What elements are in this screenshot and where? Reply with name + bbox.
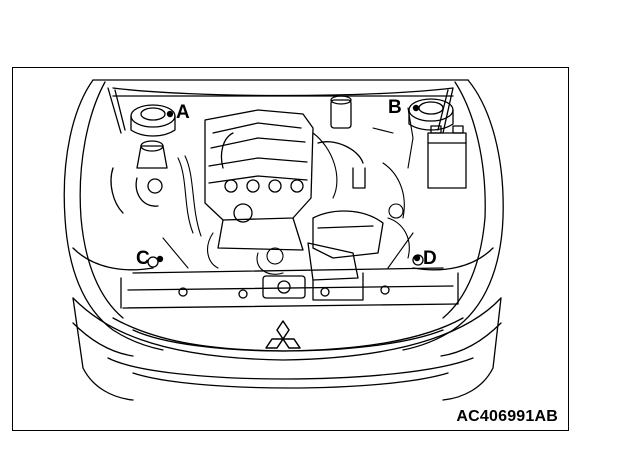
callout-points (156, 104, 421, 263)
fluid-reservoirs (110, 140, 168, 214)
callout-label-b: B (388, 97, 402, 118)
radiator-support (120, 254, 459, 309)
engine-bay-illustration (63, 79, 504, 401)
front-bumper (72, 297, 502, 401)
three-diamond-emblem (265, 320, 301, 349)
hoses-and-wiring (162, 107, 414, 275)
coolant-tank (317, 95, 366, 189)
callout-label-c: C (136, 248, 150, 269)
callout-label-a: A (176, 102, 190, 123)
strut-tower-left (130, 104, 176, 137)
figure-id: AC406991AB (456, 408, 558, 425)
engine-block (204, 109, 314, 251)
body-outline (63, 79, 504, 351)
battery (427, 125, 467, 189)
figure-frame: A B C D AC406991AB (12, 67, 569, 431)
callout-label-d: D (423, 248, 437, 269)
